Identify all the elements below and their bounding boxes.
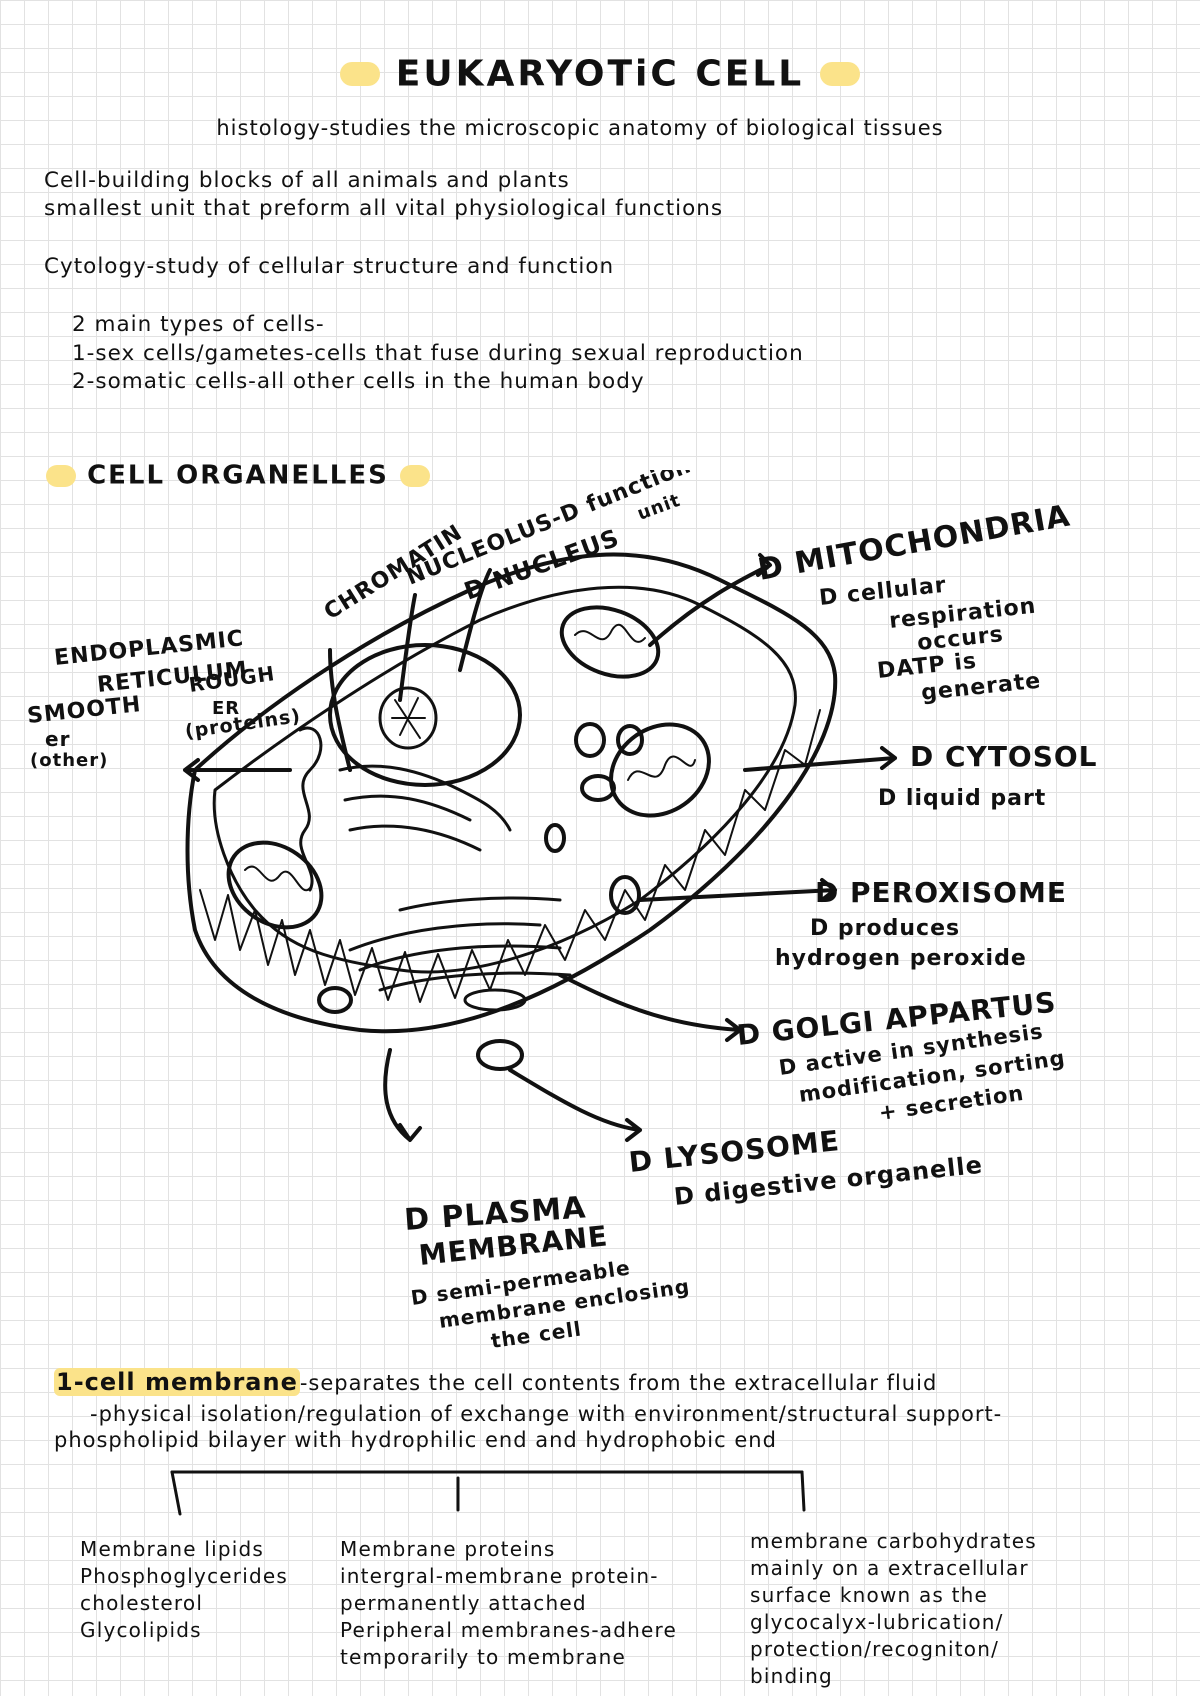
mitochondrion [226,840,324,930]
vesicle [580,774,616,802]
label-cytosol-desc: D liquid part [878,786,1046,811]
peroxisome [609,875,641,915]
nucleus [328,643,522,787]
subtitle: histology-studies the microscopic anatom… [216,116,944,140]
section-heading: CELL ORGANELLES [46,460,430,491]
arrow-lysosome [508,1068,642,1142]
column-item: intergral-membrane protein- [340,1564,659,1588]
label-peroxisome: D PEROXISOME [815,876,1067,909]
highlight-mark [46,464,76,487]
arrow-rough-er [328,648,352,772]
golgi [348,922,542,952]
column-item: cholesterol [80,1591,204,1615]
intro-line: smallest unit that preform all vital phy… [44,196,724,221]
label-perox-desc: hydrogen peroxide [775,946,1027,971]
arrow-cytosol [743,746,897,772]
column-item: surface known as the [750,1583,989,1607]
page-title: EUKARYOTiC CELL [0,52,1200,95]
cell-type-item: 1-sex cells/gametes-cells that fuse duri… [72,341,804,366]
rough-er [298,726,323,892]
column-item: Peripheral membranes-adhere [340,1618,677,1642]
cell-top-surface [212,585,797,974]
column-lipids: Membrane lipids Phosphoglycerides choles… [80,1536,288,1644]
label-cytosol: D CYTOSOL [910,740,1098,773]
membrane-line: -physical isolation/regulation of exchan… [90,1402,1003,1426]
label-smooth-er: SMOOTH [26,692,143,729]
label-rough-er: ER [212,698,240,719]
highlight-mark [340,62,381,86]
cell-diagram: ENDOPLASMIC RETICULUM SMOOTH er (other) … [26,470,1098,1350]
arrow-nucleus [458,568,492,672]
arrow-plasma [383,1048,422,1142]
arrow-chromatin [398,593,417,702]
column-item: glycocalyx-lubrication/ [750,1610,1004,1634]
cell-outline [185,552,838,1034]
bracket-lines [170,1470,806,1516]
cell-types-heading: 2 main types of cells- [72,312,325,337]
intro-line: Cell-building blocks of all animals and … [44,168,570,193]
arrow-smooth-er [183,758,292,782]
column-item: temporarily to membrane [340,1645,627,1669]
membrane-key: 1-cell membrane [54,1368,300,1396]
label-mitochondria: D MITOCHONDRIA [755,498,1073,587]
column-item: Membrane lipids [80,1537,265,1561]
label-smooth-er: er [45,727,70,751]
membrane-heading: 1-cell membrane-separates the cell conte… [54,1368,938,1396]
nucleolus [378,686,438,750]
column-item: permanently attached [340,1591,587,1615]
mitochondrion [609,722,711,818]
arrow-peroxisome [638,878,837,902]
lysosome [476,1039,524,1071]
vesicle [616,724,644,756]
vesicle [544,823,566,853]
column-item: Phosphoglycerides [80,1564,288,1588]
intro-line: Cytology-study of cellular structure and… [44,254,615,279]
label-smooth-er: (other) [30,750,108,771]
arrow-mitochondria [648,553,772,647]
cell-wall-hatching [199,709,821,1003]
column-item: membrane carbohydrates [750,1529,1037,1553]
arrow-golgi [558,973,742,1042]
highlight-mark [819,62,860,86]
mitochondrion [559,605,661,679]
membrane-line: phospholipid bilayer with hydrophilic en… [54,1428,777,1452]
vesicle [317,986,353,1014]
column-item: Glycolipids [80,1618,202,1642]
column-proteins: Membrane proteins intergral-membrane pro… [340,1536,677,1671]
column-carbohydrates: membrane carbohydrates mainly on a extra… [750,1528,1037,1690]
column-item: Membrane proteins [340,1537,556,1561]
vesicle [574,722,606,758]
label-perox-desc: D produces [810,916,960,941]
column-item: mainly on a extracellular [750,1556,1029,1580]
column-item: binding [750,1664,833,1688]
column-item: protection/recogniton/ [750,1637,1000,1661]
highlight-mark [399,464,430,487]
cell-type-item: 2-somatic cells-all other cells in the h… [72,369,645,394]
